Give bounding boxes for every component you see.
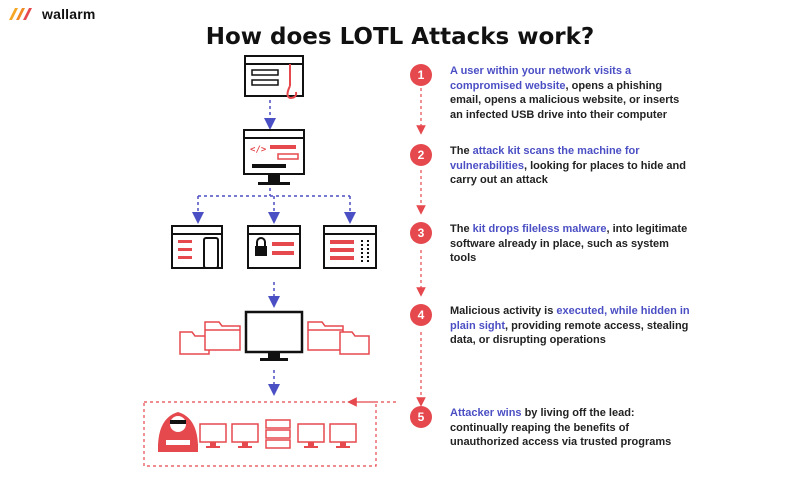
step-text: , opens a phishing email, opens a malici… [450, 79, 680, 121]
step-prefix: The [450, 223, 473, 235]
phishing-window-icon [244, 55, 304, 100]
step-description: Malicious activity is executed, while hi… [450, 304, 695, 348]
folder-icon [179, 321, 241, 355]
computer-icon [231, 423, 259, 448]
step-text: by living off the lead: continually reap… [450, 407, 672, 448]
locked-window-icon [247, 225, 301, 269]
step-prefix: The [450, 145, 473, 157]
step-highlight: executed, while hidden in plain sight [450, 305, 690, 332]
computer-icon [297, 423, 325, 448]
step-number-badge: 4 [410, 304, 432, 326]
monitor-icon [244, 310, 304, 361]
computer-icon [329, 423, 357, 448]
step-description: Attacker wins by living off the lead: co… [450, 406, 695, 450]
step-highlight: Attacker wins [450, 407, 522, 419]
svg-text:</>: </> [250, 145, 267, 155]
mobile-window-icon [171, 225, 223, 269]
step-description: A user within your network visits a comp… [450, 64, 695, 122]
code-monitor-icon: </> [243, 129, 305, 185]
step-description: The kit drops fileless malware, into leg… [450, 222, 695, 266]
step-highlight: A user within your network visits a comp… [450, 65, 632, 92]
step-highlight: attack kit scans the machine for vulnera… [450, 145, 640, 172]
page-title: How does LOTL Attacks work? [205, 24, 595, 50]
step-text: , looking for places to hide and carry o… [450, 159, 686, 187]
server-icon [265, 419, 291, 449]
step-highlight: kit drops fileless malware [472, 223, 607, 235]
step-prefix: Malicious activity is [450, 305, 557, 317]
step-number-badge: 3 [410, 222, 432, 244]
attack-flow-illustration: </> [143, 55, 396, 467]
step-description: The attack kit scans the machine for vul… [450, 144, 695, 188]
step-number-badge: 1 [410, 64, 432, 86]
step-text: , providing remote access, stealing data… [450, 319, 689, 347]
step-number-badge: 5 [410, 406, 432, 428]
brand-logo: wallarm [8, 6, 96, 22]
wallarm-logo-icon [9, 8, 32, 20]
folder-icon [307, 321, 370, 355]
step-text: , into legitimate software already in pl… [450, 223, 688, 264]
data-window-icon [323, 225, 377, 269]
computer-icon [199, 423, 227, 448]
steps-timeline [416, 88, 426, 407]
brand-name: wallarm [42, 6, 96, 22]
step-number-badge: 2 [410, 144, 432, 166]
hacker-icon [158, 412, 198, 452]
